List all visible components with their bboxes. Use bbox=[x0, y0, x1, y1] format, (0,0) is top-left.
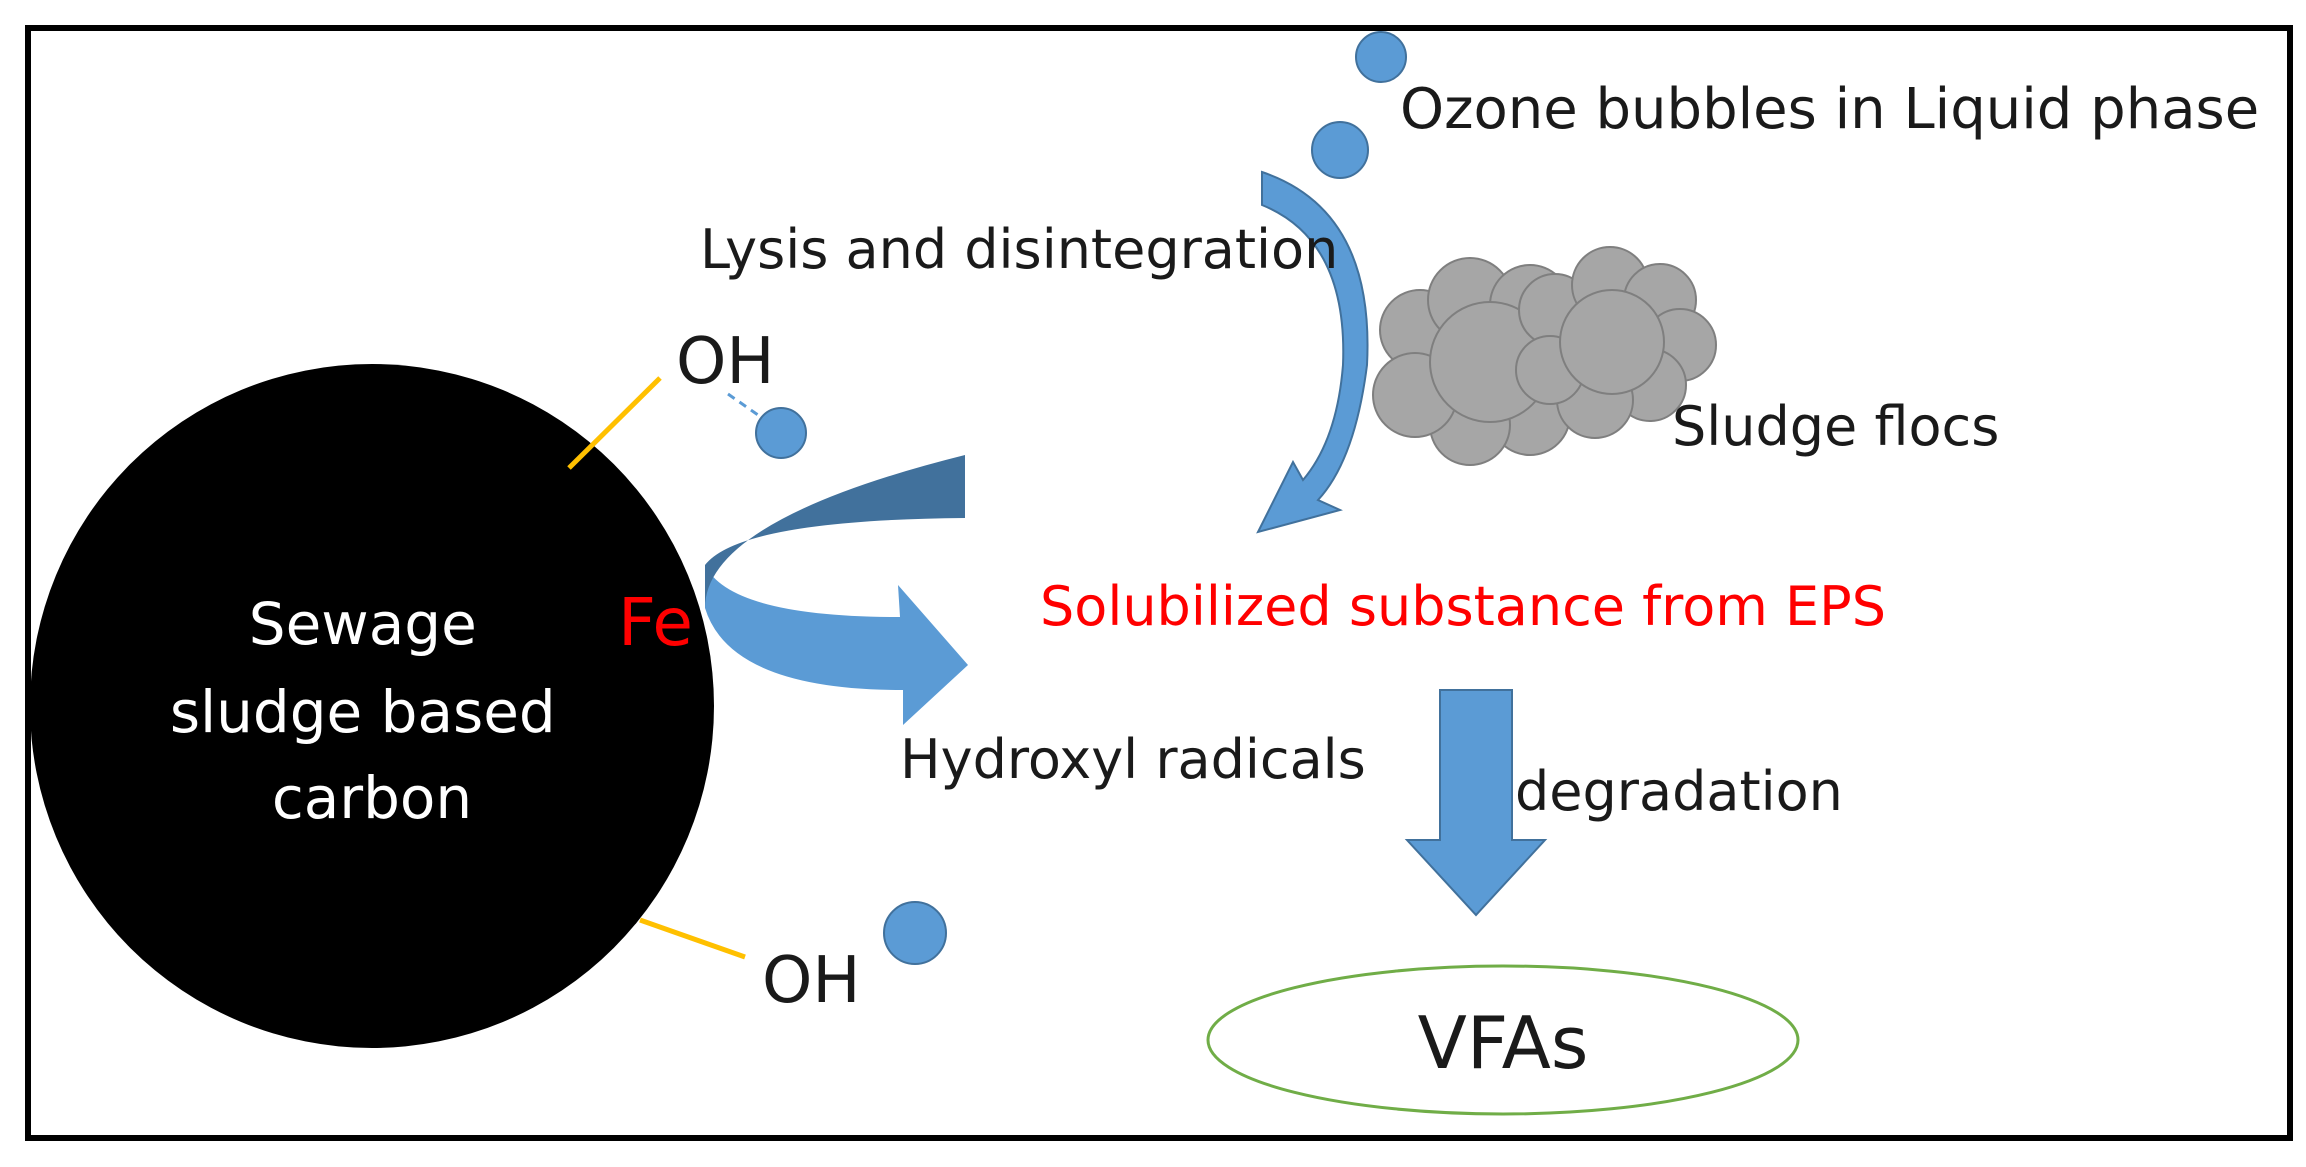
degradation-arrow bbox=[1404, 689, 1548, 917]
sludge-flocs-label: Sludge flocs bbox=[1672, 395, 1999, 458]
hydroxyl-label: Hydroxyl radicals bbox=[900, 728, 1366, 791]
degradation-label: degradation bbox=[1515, 760, 1843, 823]
vfas-ellipse bbox=[1206, 964, 1800, 1116]
carbon-label-line3: carbon bbox=[272, 764, 472, 832]
ozone-label: Ozone bubbles in Liquid phase bbox=[1400, 77, 2259, 142]
ozone-bubble-top bbox=[1355, 31, 1407, 83]
vfas-label: VFAs bbox=[1418, 1001, 1589, 1085]
svg-text:Sewage sludge based ca: Sewage sludge based carbon bbox=[170, 590, 574, 832]
oh-bond-top bbox=[567, 376, 662, 470]
carbon-particle bbox=[30, 364, 714, 1048]
ozone-bubble-middle bbox=[1311, 121, 1369, 179]
radical-bubble-top bbox=[755, 407, 807, 459]
carbon-label-line2: sludge based bbox=[170, 678, 556, 746]
carbon-label-line1: Sewage bbox=[249, 590, 477, 658]
oh-label-bottom: OH bbox=[762, 944, 861, 1018]
solubilized-label: Solubilized substance from EPS bbox=[1040, 575, 1886, 638]
lysis-label: Lysis and disintegration bbox=[700, 218, 1338, 281]
oh-label-top: OH bbox=[676, 325, 775, 399]
fe-label: Fe bbox=[618, 584, 693, 661]
sludge-flocs-icon bbox=[1372, 246, 1717, 466]
lysis-arrow bbox=[1256, 170, 1369, 534]
hydroxyl-arrow bbox=[705, 455, 968, 725]
radical-bubble-bottom bbox=[883, 901, 947, 965]
oh-bond-bottom bbox=[639, 917, 746, 960]
